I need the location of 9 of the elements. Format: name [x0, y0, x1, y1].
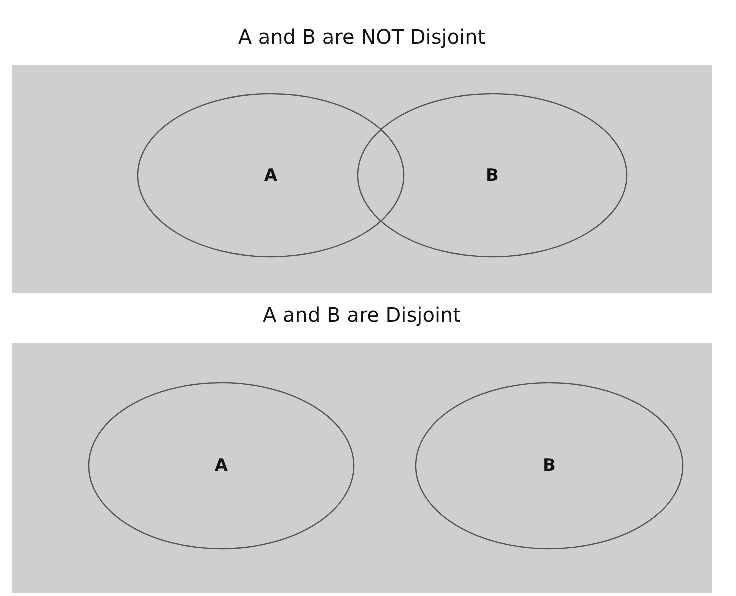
set-label: A [214, 456, 228, 476]
panel-heading: A and B are NOT Disjoint [237, 25, 487, 49]
set-label: B [486, 166, 499, 186]
set-label: A [264, 166, 278, 186]
panel-heading: A and B are Disjoint [262, 303, 462, 327]
set-ellipse [88, 382, 355, 550]
set-label: B [543, 456, 556, 476]
set-ellipse [357, 93, 628, 258]
set-ellipse [415, 382, 684, 550]
